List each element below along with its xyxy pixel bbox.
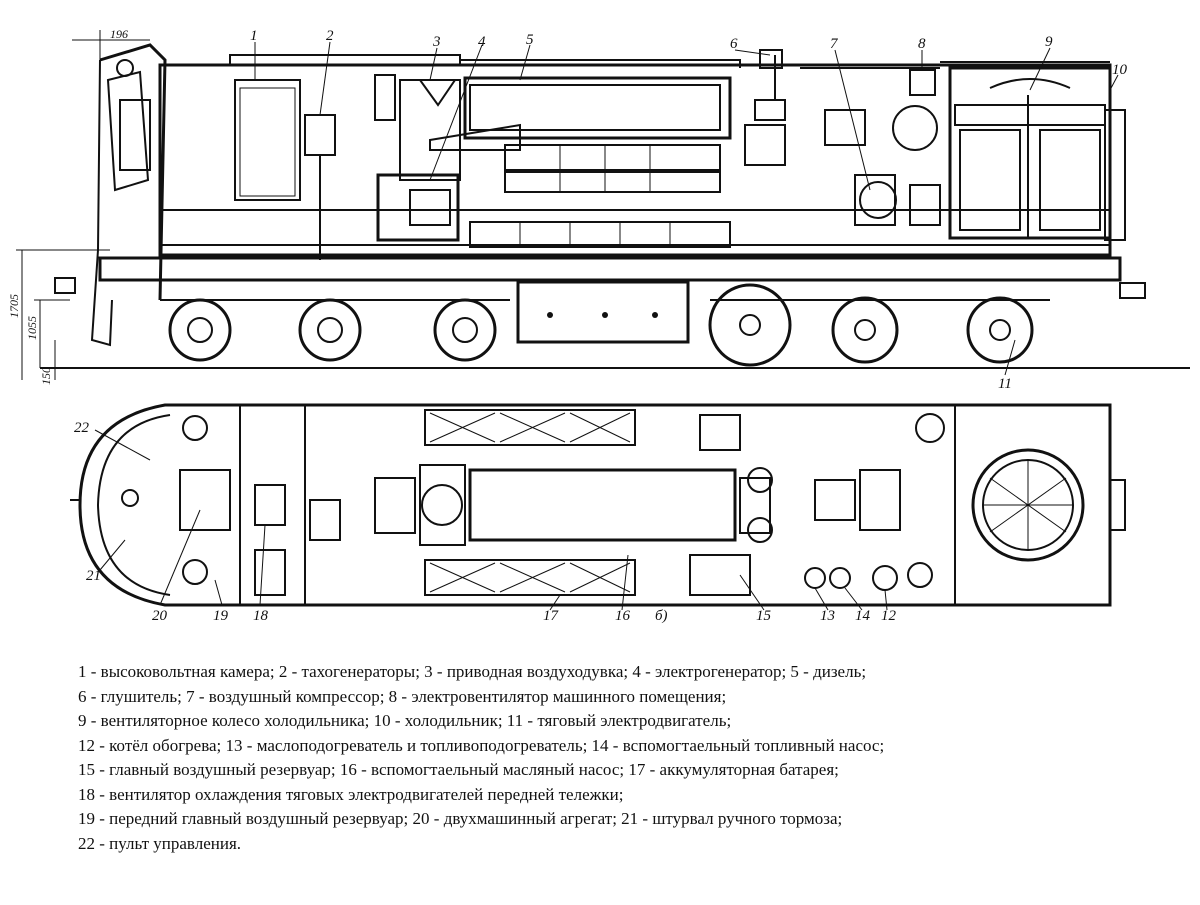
label-20: 20: [152, 608, 168, 624]
dimension-1705: 1705: [7, 294, 21, 318]
legend-line: 15 - главный воздушный резервуар; 16 - в…: [78, 760, 839, 779]
label-6: 6: [730, 36, 738, 52]
legend-line: 19 - передний главный воздушный резервуа…: [78, 809, 843, 828]
dimension-196: 196: [110, 27, 128, 41]
label-view-b: б): [655, 608, 668, 624]
legend-line: 18 - вентилятор охлаждения тяговых элект…: [78, 784, 624, 804]
legend-line: 6 - глушитель; 7 - воздушный компрессор;…: [78, 686, 727, 706]
label-15: 15: [756, 608, 772, 624]
label-12: 12: [881, 608, 897, 624]
label-16: 16: [615, 608, 631, 624]
legend-line: 22 - пульт управления.: [78, 833, 242, 853]
label-19: 19: [213, 608, 229, 624]
side-view: [16, 30, 1190, 380]
locomotive-diagram: 1 2 3 4 5 6 7 8 9 10 11 22 21 20 19 18 1…: [7, 27, 1190, 624]
label-7: 7: [830, 36, 839, 52]
legend-line: 12 - котёл обогрева; 13 - маслоподогрева…: [78, 735, 885, 755]
dimension-1055: 1055: [25, 316, 39, 340]
label-5: 5: [526, 32, 534, 48]
label-13: 13: [820, 608, 835, 624]
side-view-number-labels: 1 2 3 4 5 6 7 8 9 10 11: [250, 28, 1128, 392]
legend-line: 9 - вентиляторное колесо холодильника; 1…: [78, 711, 732, 730]
label-21: 21: [86, 568, 101, 584]
plan-view: [70, 403, 1126, 611]
label-22: 22: [74, 420, 90, 436]
label-11: 11: [998, 376, 1012, 392]
plan-view-number-labels: 22 21 20 19 18 17 16 б) 15 13 14 12: [74, 420, 897, 624]
label-3: 3: [432, 34, 441, 50]
label-14: 14: [855, 608, 871, 624]
dimension-150: 150: [39, 367, 53, 385]
legend-line: 1 - высоковольтная камера; 2 - тахогенер…: [78, 662, 867, 681]
dimension-labels: 196 1705 1055 150: [7, 27, 128, 385]
label-10: 10: [1112, 62, 1128, 78]
label-1: 1: [250, 28, 258, 44]
legend: 1 - высоковольтная камера; 2 - тахогенер…: [78, 660, 1188, 856]
label-9: 9: [1045, 34, 1053, 50]
label-8: 8: [918, 36, 926, 52]
label-17: 17: [543, 608, 560, 624]
label-2: 2: [326, 28, 334, 44]
label-18: 18: [253, 608, 269, 624]
label-4: 4: [478, 34, 486, 50]
